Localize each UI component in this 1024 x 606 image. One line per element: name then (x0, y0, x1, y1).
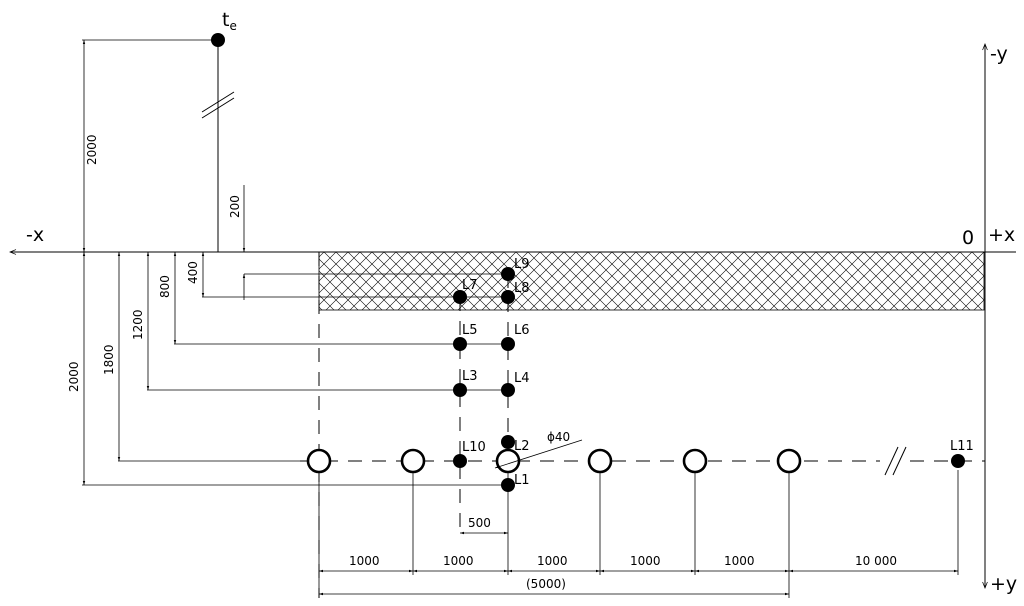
point-L3 (453, 383, 467, 397)
point-L4 (501, 383, 515, 397)
pipe-4 (587, 448, 613, 474)
point-label-te-subscript: e (229, 19, 236, 33)
dim-text-s1: 1000 (349, 554, 380, 568)
axis-label-plus-y: +y (990, 573, 1017, 595)
te-break-mark-2 (201, 97, 235, 119)
dim-text-s4: 1000 (630, 554, 661, 568)
pipe-5 (682, 448, 708, 474)
te-break-mark-1 (201, 91, 235, 113)
dim-text-s2: 1000 (443, 554, 474, 568)
dim-text-200: 200 (228, 195, 242, 218)
axis-label-minus-x: -x (26, 224, 44, 246)
point-label-L7: L7 (462, 278, 478, 293)
point-label-L4: L4 (514, 371, 530, 386)
dim-text-1800: 1800 (102, 344, 116, 375)
pipe-2 (400, 448, 426, 474)
point-L6 (501, 337, 515, 351)
point-L2 (501, 435, 515, 449)
pipe-1 (306, 448, 332, 474)
point-label-L11: L11 (950, 439, 974, 454)
dim-text-1200: 1200 (131, 309, 145, 340)
point-label-L3: L3 (462, 369, 478, 384)
dim-text-400: 400 (186, 261, 200, 284)
point-label-L8: L8 (514, 281, 530, 296)
dim-text-500: 500 (468, 516, 491, 530)
pipe-3 (495, 448, 521, 474)
hatched-soil-layer (318, 251, 985, 311)
point-L7 (453, 290, 467, 304)
point-L5 (453, 337, 467, 351)
pipe-axis-break-1 (884, 446, 899, 476)
point-label-L5: L5 (462, 323, 478, 338)
dim-text-s6: 10 000 (855, 554, 897, 568)
point-L11 (951, 454, 965, 468)
dim-text-bottom-2000: 2000 (67, 361, 81, 392)
pipe-axis-break-2 (892, 446, 907, 476)
point-L1 (501, 478, 515, 492)
pipe-6 (776, 448, 802, 474)
dim-text-s3: 1000 (537, 554, 568, 568)
pipe-diameter-label: ϕ40 (547, 430, 570, 444)
point-L9 (501, 267, 515, 281)
dim-text-total: (5000) (526, 577, 566, 591)
point-label-te: te (222, 9, 237, 33)
axis-label-origin: 0 (962, 227, 974, 249)
point-label-L10: L10 (462, 440, 486, 455)
axis-label-minus-y: -y (990, 43, 1008, 65)
axis-label-plus-x: +x (988, 224, 1015, 246)
dim-text-800: 800 (158, 275, 172, 298)
point-label-L1: L1 (514, 473, 530, 488)
pipe-diameter-leader (494, 439, 583, 469)
point-label-L2: L2 (514, 439, 530, 454)
dim-text-top-2000: 2000 (85, 134, 99, 165)
point-L8 (501, 290, 515, 304)
point-label-L6: L6 (514, 323, 530, 338)
dim-text-s5: 1000 (724, 554, 755, 568)
point-label-L9: L9 (514, 257, 530, 272)
point-L10 (453, 454, 467, 468)
